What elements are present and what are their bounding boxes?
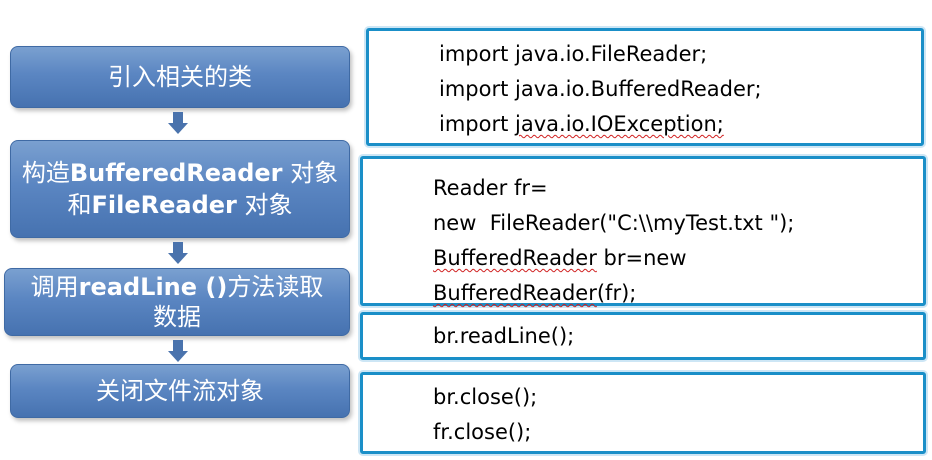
code-block-construct: Reader fr= new FileReader("C:\\myTest.tx… xyxy=(360,156,926,306)
code-line: import java.io.IOException; xyxy=(439,112,724,136)
down-arrow-icon xyxy=(168,112,188,136)
code-line: br.close(); xyxy=(433,385,538,409)
code-line: Reader fr= xyxy=(433,176,548,200)
code-line: fr.close(); xyxy=(433,420,532,444)
step-close-streams: 关闭文件流对象 xyxy=(10,364,350,418)
step-construct-line-2: 和FileReader 对象 xyxy=(67,191,293,219)
code-line: BufferedReader(fr); xyxy=(433,281,637,305)
code-line: import java.io.BufferedReader; xyxy=(439,77,762,101)
code-line: new FileReader("C:\\myTest.txt "); xyxy=(433,211,795,235)
step-call-readline: 调用readLine ()方法读取 数据 xyxy=(4,268,350,336)
step-close-streams-label: 关闭文件流对象 xyxy=(96,376,264,405)
code-line: import java.io.FileReader; xyxy=(439,42,708,66)
code-line-squiggle: BufferedReader xyxy=(433,246,597,270)
code-block-imports: import java.io.FileReader; import java.i… xyxy=(366,28,924,146)
down-arrow-icon xyxy=(168,242,188,266)
code-line-squiggle: BufferedReader xyxy=(433,281,597,305)
step-import-classes: 引入相关的类 xyxy=(10,46,350,108)
code-line: br.readLine(); xyxy=(433,324,575,348)
code-block-close: br.close(); fr.close(); xyxy=(360,372,926,454)
code-block-readline: br.readLine(); xyxy=(360,312,926,360)
step-construct-objects: 构造BufferedReader 对象 和FileReader 对象 xyxy=(10,140,350,238)
code-line: BufferedReader br=new xyxy=(433,246,687,270)
code-line-squiggle: java.io.IOException; xyxy=(515,112,724,136)
down-arrow-icon xyxy=(168,340,188,364)
step-readline-line-1: 调用readLine ()方法读取 xyxy=(30,273,324,301)
step-readline-line-2: 数据 xyxy=(152,303,201,331)
step-construct-line-1: 构造BufferedReader 对象 xyxy=(21,158,339,187)
step-import-classes-label: 引入相关的类 xyxy=(108,62,252,91)
